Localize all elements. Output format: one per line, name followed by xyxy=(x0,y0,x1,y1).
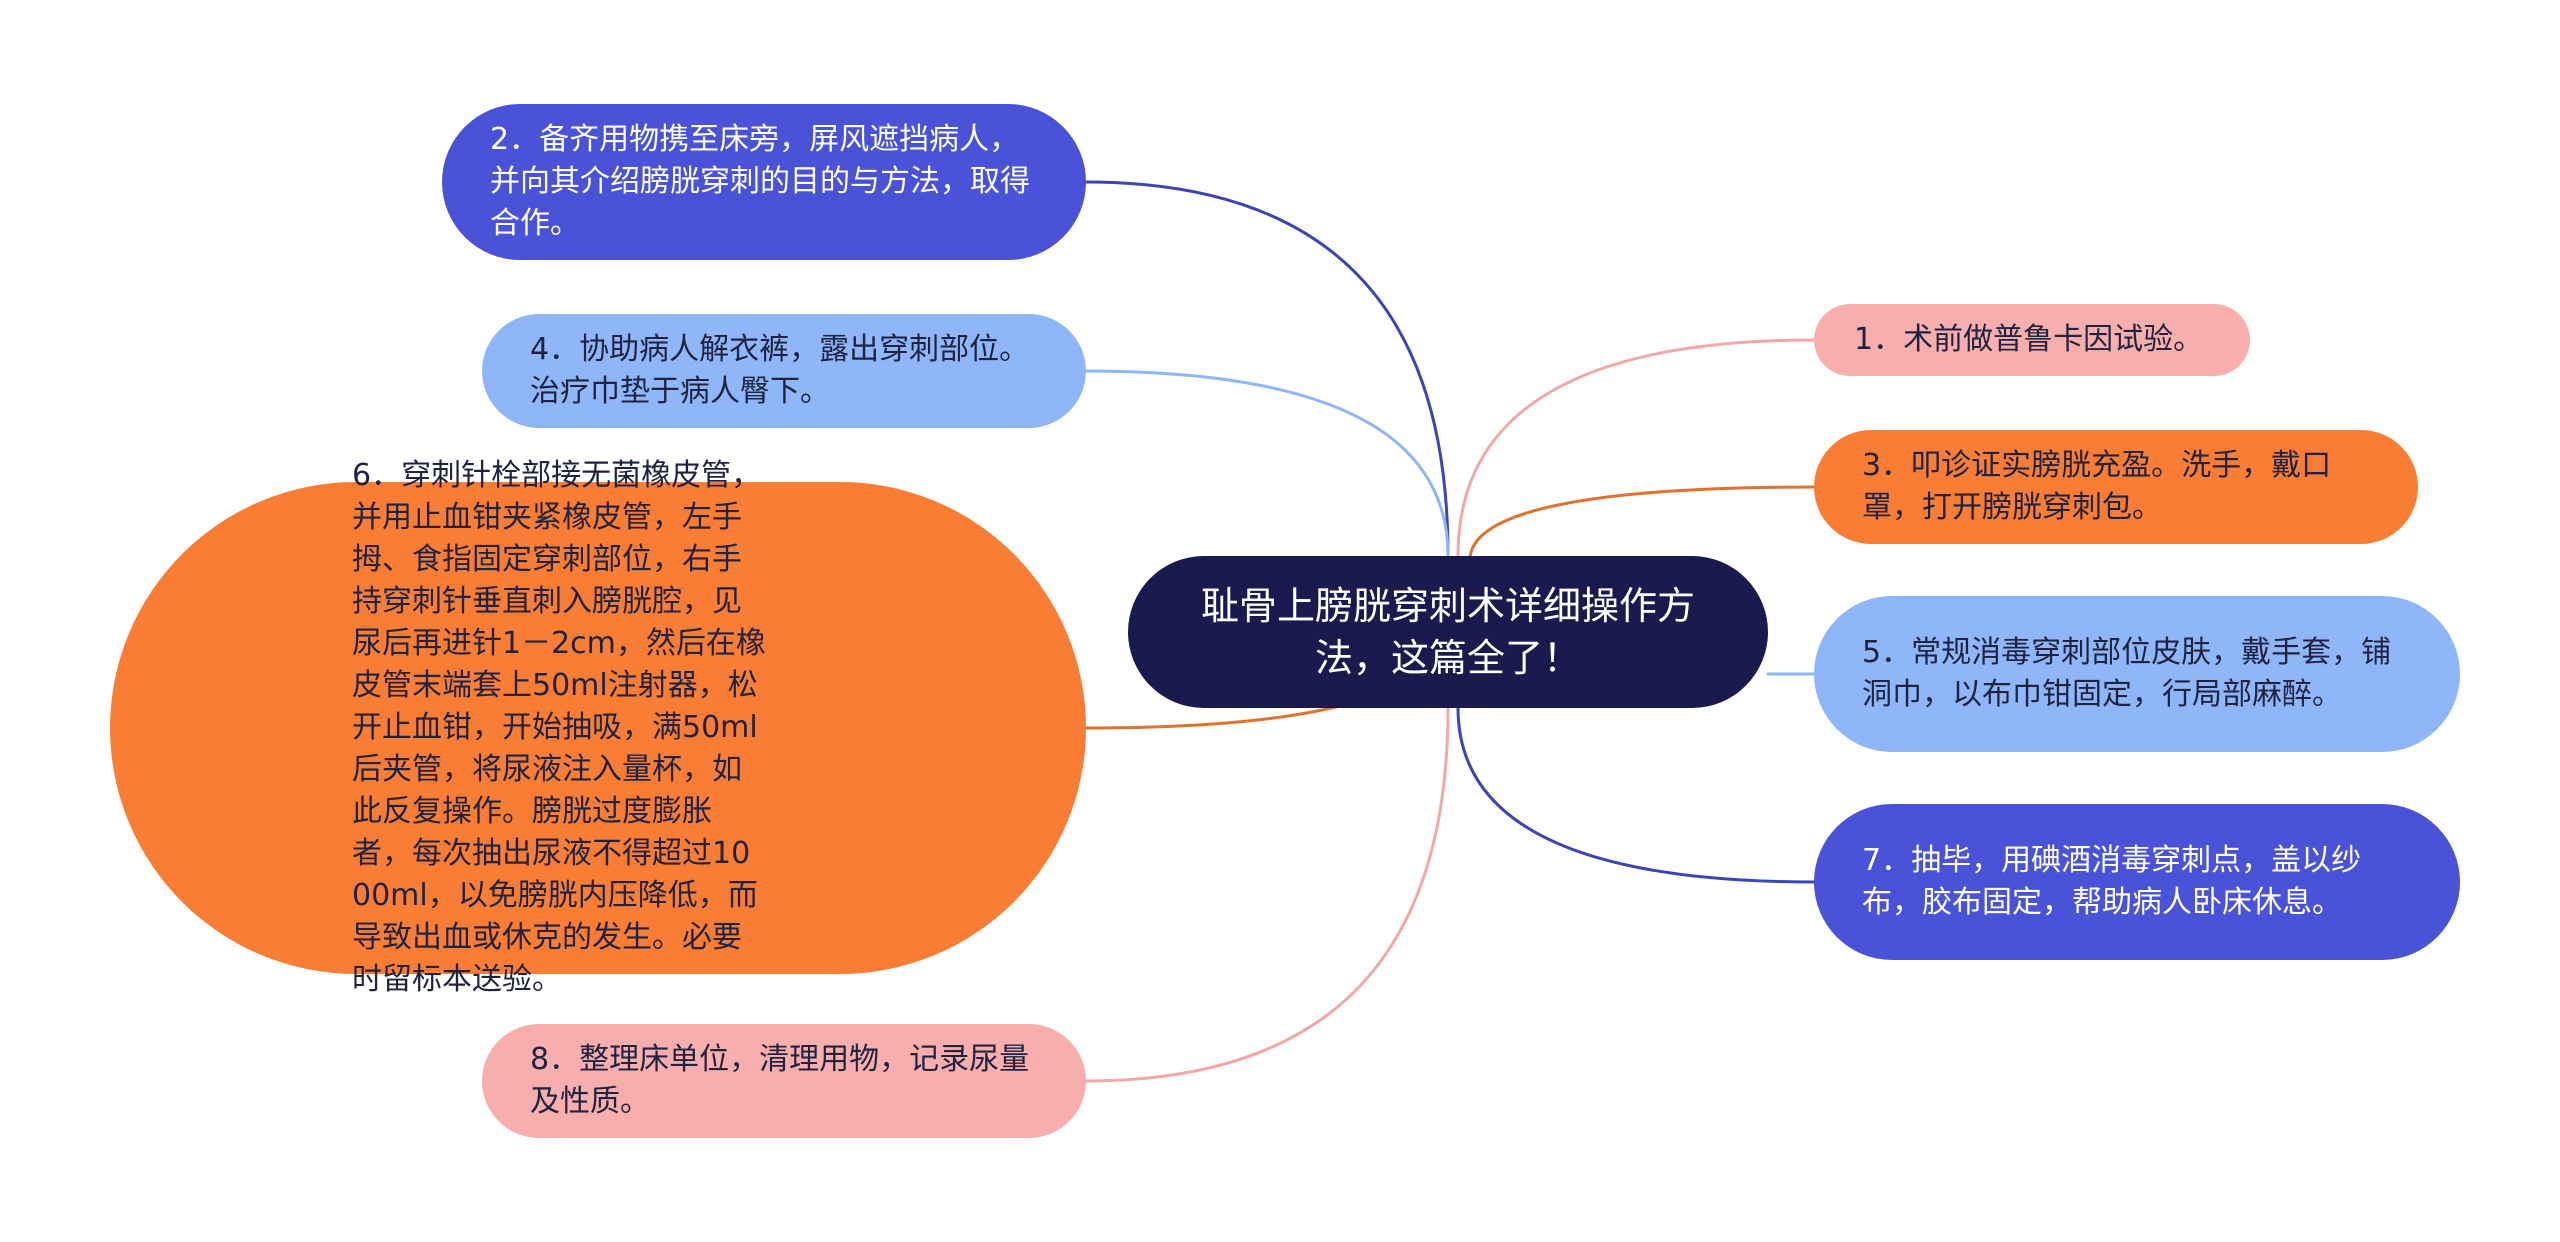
topic-node-text: 7．抽毕，用碘酒消毒穿刺点，盖以纱布，胶布固定，帮助病人卧床休息。 xyxy=(1862,843,2362,920)
topic-node-text: 1．术前做普鲁卡因试验。 xyxy=(1854,322,2204,357)
topic-node-text: 8．整理床单位，清理用物，记录尿量及性质。 xyxy=(530,1042,1030,1119)
connector-n3 xyxy=(1468,485,1816,562)
topic-node-step-7[interactable]: 7．抽毕，用碘酒消毒穿刺点，盖以纱布，胶布固定，帮助病人卧床休息。 xyxy=(1814,804,2460,960)
topic-node-step-8[interactable]: 8．整理床单位，清理用物，记录尿量及性质。 xyxy=(482,1024,1086,1138)
topic-node-text: 5．常规消毒穿刺部位皮肤，戴手套，铺洞巾，以布巾钳固定，行局部麻醉。 xyxy=(1862,635,2392,712)
topic-node-text: 3．叩诊证实膀胱充盈。洗手，戴口罩，打开膀胱穿刺包。 xyxy=(1862,448,2332,525)
center-topic[interactable]: 耻骨上膀胱穿刺术详细操作方法，这篇全了！ xyxy=(1128,556,1768,708)
topic-node-text: 4．协助病人解衣裤，露出穿刺部位。治疗巾垫于病人臀下。 xyxy=(530,332,1030,409)
connector-n1 xyxy=(1456,338,1816,558)
topic-node-step-2[interactable]: 2．备齐用物携至床旁，屏风遮挡病人，并向其介绍膀胱穿刺的目的与方法，取得合作。 xyxy=(442,104,1086,260)
topic-node-step-4[interactable]: 4．协助病人解衣裤，露出穿刺部位。治疗巾垫于病人臀下。 xyxy=(482,314,1086,428)
center-topic-title: 耻骨上膀胱穿刺术详细操作方法，这篇全了！ xyxy=(1200,584,1695,680)
topic-node-step-6[interactable]: 6．穿刺针栓部接无菌橡皮管，并用止血钳夹紧橡皮管，左手拇、食指固定穿刺部位，右手… xyxy=(110,458,1086,997)
topic-node-text: 6．穿刺针栓部接无菌橡皮管，并用止血钳夹紧橡皮管，左手拇、食指固定穿刺部位，右手… xyxy=(352,458,766,997)
connector-n4 xyxy=(1084,369,1450,558)
topic-node-step-3[interactable]: 3．叩诊证实膀胱充盈。洗手，戴口罩，打开膀胱穿刺包。 xyxy=(1814,430,2418,544)
connector-n2 xyxy=(1084,180,1450,558)
connector-n8 xyxy=(1084,706,1450,1083)
connector-n7 xyxy=(1456,706,1816,884)
topic-node-step-5[interactable]: 5．常规消毒穿刺部位皮肤，戴手套，铺洞巾，以布巾钳固定，行局部麻醉。 xyxy=(1814,596,2460,752)
topic-node-text: 2．备齐用物携至床旁，屏风遮挡病人，并向其介绍膀胱穿刺的目的与方法，取得合作。 xyxy=(490,122,1030,241)
topic-node-step-1[interactable]: 1．术前做普鲁卡因试验。 xyxy=(1814,304,2250,376)
